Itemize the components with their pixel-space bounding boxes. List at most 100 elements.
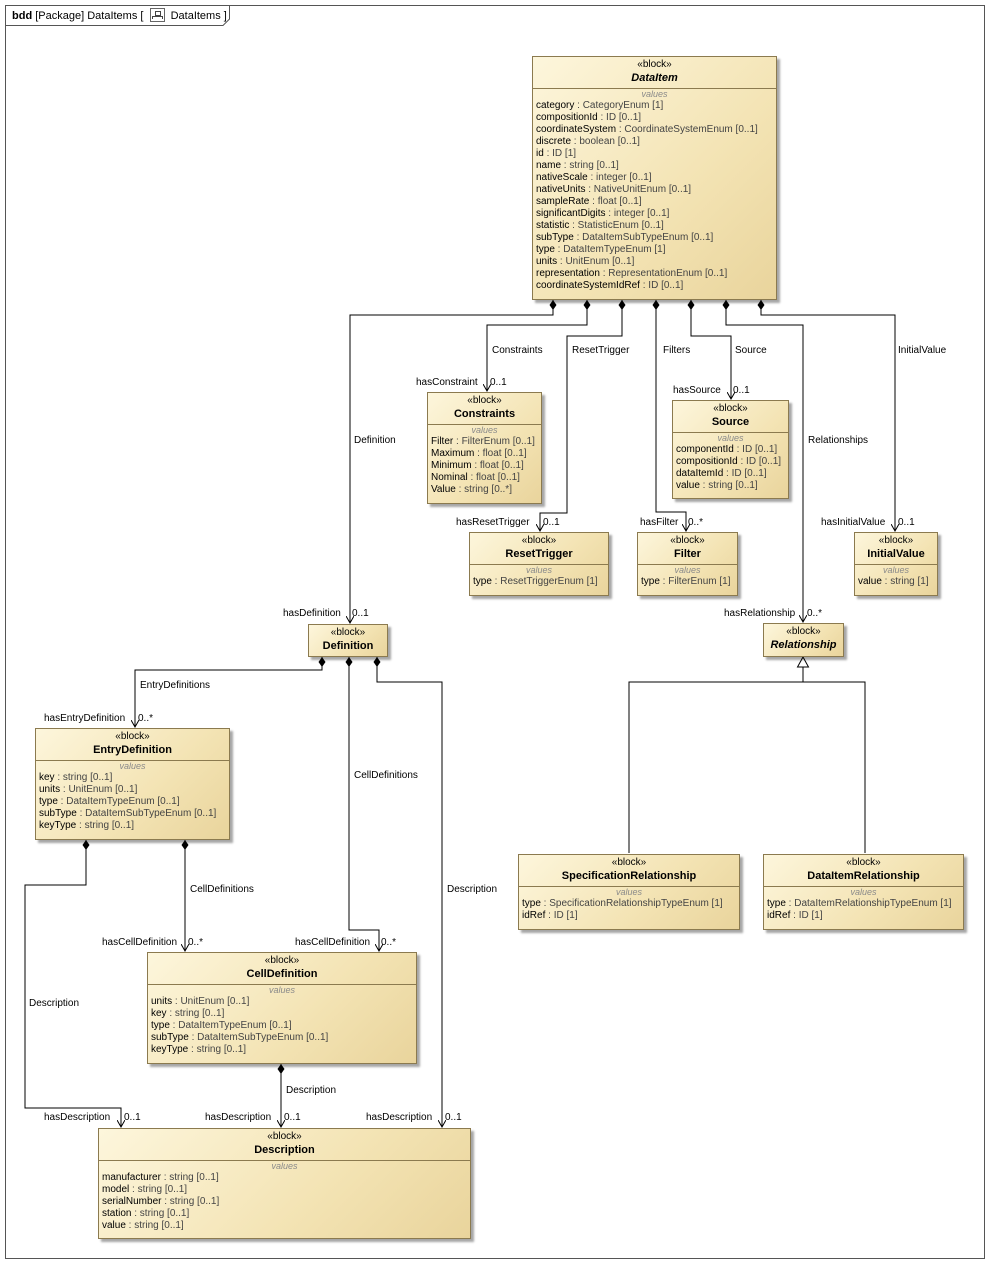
attribute-row[interactable]: units : UnitEnum [0..1] [533, 256, 776, 268]
role-has-constraint: hasConstraint [416, 377, 478, 388]
values-compartment-label: values [850, 887, 877, 897]
attribute-row[interactable]: type : DataItemTypeEnum [0..1] [148, 1020, 416, 1032]
attribute-row[interactable]: Filter : FilterEnum [0..1] [428, 436, 541, 448]
attribute-row[interactable]: value : string [1] [855, 576, 937, 588]
attribute-type: : StatisticEnum [0..1] [569, 220, 664, 231]
attribute-list: type : FilterEnum [1] [638, 576, 737, 588]
attribute-type: : CoordinateSystemEnum [0..1] [616, 124, 758, 135]
attribute-row[interactable]: manufacturer : string [0..1] [99, 1172, 470, 1184]
attribute-row[interactable]: type : DataItemTypeEnum [0..1] [36, 796, 229, 808]
assoc-initialvalue [761, 300, 895, 531]
attribute-row[interactable]: representation : RepresentationEnum [0..… [533, 268, 776, 280]
attribute-row[interactable]: nativeUnits : NativeUnitEnum [0..1] [533, 184, 776, 196]
attribute-row[interactable]: nativeScale : integer [0..1] [533, 172, 776, 184]
attribute-row[interactable]: key : string [0..1] [36, 772, 229, 784]
attribute-row[interactable]: subType : DataItemSubTypeEnum [0..1] [148, 1032, 416, 1044]
attribute-row[interactable]: coordinateSystemIdRef : ID [0..1] [533, 280, 776, 292]
assoc-description-from-entrydefinition [24, 840, 121, 1127]
attribute-type: : ID [1] [543, 148, 577, 159]
block-constraints[interactable]: «block» Constraints values Filter : Filt… [427, 392, 542, 504]
attribute-name: subType [536, 232, 574, 243]
attribute-name: type [536, 244, 555, 255]
attribute-type: : string [0..1] [131, 1208, 190, 1219]
attribute-row[interactable]: id : ID [1] [533, 148, 776, 160]
block-filter[interactable]: «block» Filter values type : FilterEnum … [637, 532, 738, 596]
attribute-name: discrete [536, 136, 572, 147]
attribute-type: : ID [0..1] [639, 280, 684, 291]
attribute-row[interactable]: subType : DataItemSubTypeEnum [0..1] [533, 232, 776, 244]
attribute-row[interactable]: category : CategoryEnum [1] [533, 100, 776, 112]
values-compartment-label: values [271, 1161, 298, 1171]
attribute-row[interactable]: keyType : string [0..1] [148, 1044, 416, 1056]
label-relationships-assoc: Relationships [808, 435, 869, 446]
attribute-row[interactable]: sampleRate : float [0..1] [533, 196, 776, 208]
attribute-row[interactable]: units : UnitEnum [0..1] [36, 784, 229, 796]
attribute-name: representation [536, 268, 600, 279]
attribute-row[interactable]: idRef : ID [1] [519, 910, 739, 922]
role-has-relationship: hasRelationship [724, 608, 796, 619]
attribute-row[interactable]: statistic : StatisticEnum [0..1] [533, 220, 776, 232]
diagram-title-close: ] [223, 10, 227, 22]
block-dataitemrelationship[interactable]: «block» DataItemRelationship values type… [763, 854, 964, 930]
attribute-row[interactable]: serialNumber : string [0..1] [99, 1196, 470, 1208]
block-initialvalue[interactable]: «block» InitialValue values value : stri… [854, 532, 938, 596]
label-description-assoc: Description [29, 998, 80, 1009]
attribute-row[interactable]: componentId : ID [0..1] [673, 444, 788, 456]
block-stereotype: «block» [521, 535, 557, 546]
attribute-type: : FilterEnum [1] [659, 576, 731, 587]
block-relationship[interactable]: «block» Relationship [763, 623, 844, 657]
block-description[interactable]: «block» Description values manufacturer … [98, 1128, 471, 1239]
block-resettrigger[interactable]: «block» ResetTrigger values type : Reset… [469, 532, 609, 596]
block-definition[interactable]: «block» Definition [308, 624, 388, 657]
attribute-name: type [641, 576, 660, 587]
role-has-filter: hasFilter [640, 517, 679, 528]
attribute-row[interactable]: compositionId : ID [0..1] [673, 456, 788, 468]
attribute-row[interactable]: compositionId : ID [0..1] [533, 112, 776, 124]
role-has-description: hasDescription [205, 1112, 272, 1123]
attribute-row[interactable]: value : string [0..1] [99, 1220, 470, 1232]
attribute-row[interactable]: coordinateSystem : CoordinateSystemEnum … [533, 124, 776, 136]
attribute-type: : integer [0..1] [587, 172, 652, 183]
attribute-name: Maximum [431, 448, 475, 459]
attribute-row[interactable]: type : DataItemTypeEnum [1] [533, 244, 776, 256]
attribute-row[interactable]: subType : DataItemSubTypeEnum [0..1] [36, 808, 229, 820]
attribute-row[interactable]: significantDigits : integer [0..1] [533, 208, 776, 220]
attribute-name: units [536, 256, 558, 267]
block-name: Definition [322, 640, 374, 652]
attribute-name: type [473, 576, 492, 587]
label-filters-assoc: Filters [663, 345, 691, 356]
attribute-row[interactable]: name : string [0..1] [533, 160, 776, 172]
attribute-row[interactable]: idRef : ID [1] [764, 910, 963, 922]
attribute-row[interactable]: model : string [0..1] [99, 1184, 470, 1196]
block-entrydefinition[interactable]: «block» EntryDefinition values key : str… [35, 728, 230, 840]
block-specificationrelationship[interactable]: «block» SpecificationRelationship values… [518, 854, 740, 930]
attribute-row[interactable]: discrete : boolean [0..1] [533, 136, 776, 148]
block-stereotype: «block» [330, 627, 366, 638]
block-dataitem[interactable]: «block» DataItem values category : Categ… [532, 56, 777, 300]
attribute-row[interactable]: type : FilterEnum [1] [638, 576, 737, 588]
block-source[interactable]: «block» Source values componentId : ID [… [672, 400, 789, 499]
generalization-specrel [628, 667, 804, 853]
attribute-row[interactable]: Nominal : float [0..1] [428, 472, 541, 484]
block-celldefinition[interactable]: «block» CellDefinition values units : Un… [147, 952, 417, 1064]
attribute-type: : string [0..1] [561, 160, 619, 171]
attribute-row[interactable]: units : UnitEnum [0..1] [148, 996, 416, 1008]
package-diagram-icon [149, 8, 165, 22]
attribute-row[interactable]: Maximum : float [0..1] [428, 448, 541, 460]
attribute-row[interactable]: dataItemId : ID [0..1] [673, 468, 788, 480]
attribute-row[interactable]: key : string [0..1] [148, 1008, 416, 1020]
attribute-row[interactable]: type : DataItemRelationshipTypeEnum [1] [764, 898, 963, 910]
attribute-name: Minimum [431, 460, 472, 471]
role-has-cell-definition: hasCellDefinition [295, 937, 371, 948]
attribute-row[interactable]: value : string [0..1] [673, 480, 788, 492]
attribute-list: type : SpecificationRelationshipTypeEnum… [519, 898, 739, 922]
attribute-row[interactable]: Value : string [0..*] [428, 484, 541, 496]
attribute-row[interactable]: type : SpecificationRelationshipTypeEnum… [519, 898, 739, 910]
attribute-row[interactable]: keyType : string [0..1] [36, 820, 229, 832]
attribute-type: : string [0..1] [129, 1184, 188, 1195]
attribute-row[interactable]: type : ResetTriggerEnum [1] [470, 576, 608, 588]
attribute-name: category [536, 100, 575, 111]
attribute-row[interactable]: Minimum : float [0..1] [428, 460, 541, 472]
attribute-type: : DataItemSubTypeEnum [0..1] [76, 808, 217, 819]
attribute-row[interactable]: station : string [0..1] [99, 1208, 470, 1220]
